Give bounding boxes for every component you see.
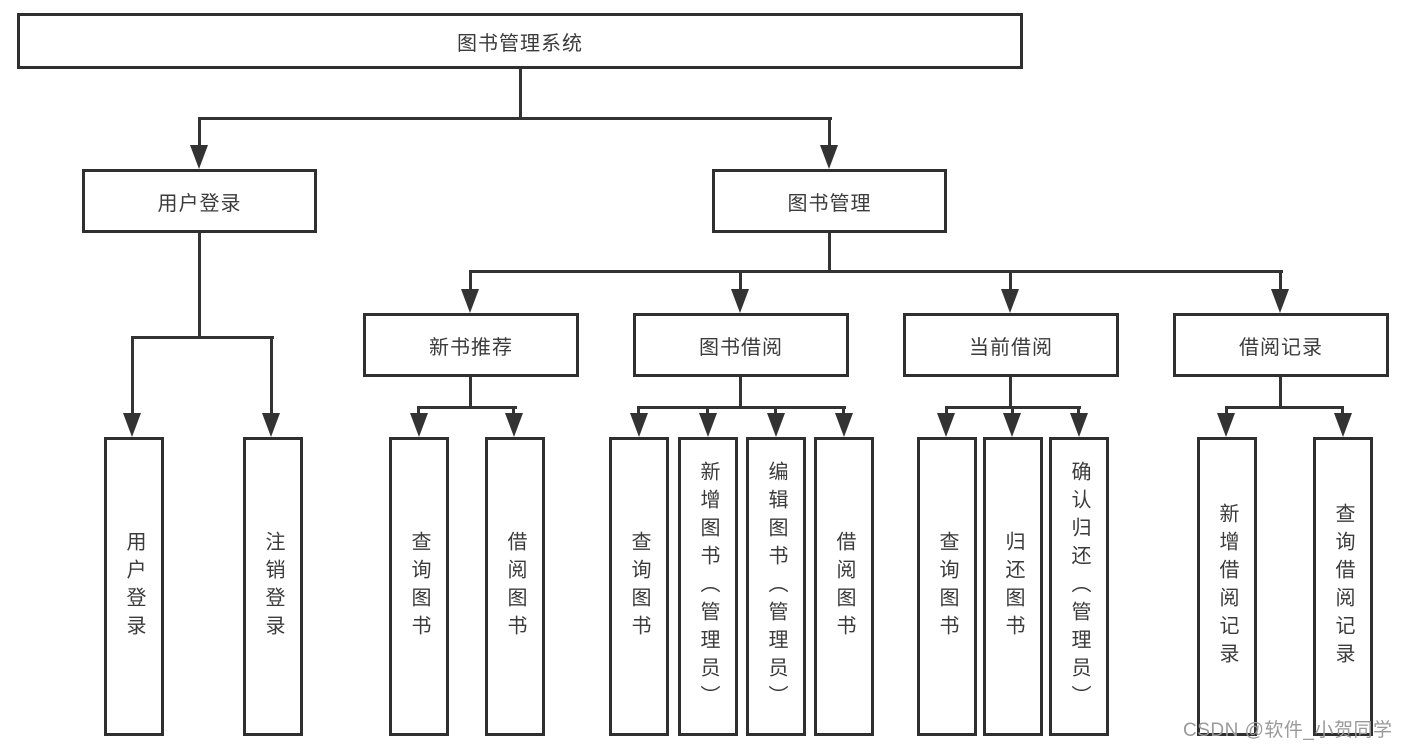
- arrowhead-book-mgmt: [820, 145, 838, 169]
- connector-arm-cb-confirm: [1077, 406, 1080, 418]
- node-new-book-recommend-label: 新书推荐: [429, 336, 513, 359]
- leaf-cb-confirm-return-admin-label: 确认归还（管理员）: [1068, 460, 1090, 713]
- node-borrow-records-label: 借阅记录: [1239, 336, 1323, 359]
- node-book-management: 图书管理: [712, 169, 947, 233]
- leaf-cb-query-book-label: 查询图书: [936, 530, 958, 643]
- connector-borrow-records-branch: [1225, 406, 1344, 409]
- connector-new-book-stem: [469, 377, 472, 409]
- arrowhead-new-book: [461, 289, 479, 313]
- arrowhead-cb-return: [1003, 413, 1021, 437]
- node-book-management-label: 图书管理: [787, 192, 872, 215]
- connector-arm-login-leaf: [131, 336, 134, 416]
- leaf-nb-borrow-book: 借阅图书: [485, 437, 545, 736]
- arrowhead-book-borrow: [731, 289, 749, 313]
- leaf-bb-add-book-admin: 新增图书（管理员）: [678, 437, 738, 736]
- connector-book-mgmt-stem: [828, 233, 831, 273]
- arrowhead-bb-borrow: [835, 413, 853, 437]
- connector-user-login-stem: [198, 233, 201, 339]
- leaf-user-login-label: 用户登录: [123, 530, 145, 643]
- connector-arm-current-borrow: [1009, 270, 1012, 292]
- leaf-cb-return-book: 归还图书: [983, 437, 1043, 736]
- leaf-br-add-record: 新增借阅记录: [1197, 437, 1257, 736]
- node-current-borrow: 当前借阅: [903, 313, 1119, 377]
- connector-arm-user-login: [198, 117, 201, 149]
- leaf-bb-query-book: 查询图书: [609, 437, 669, 736]
- arrowhead-user-login: [190, 145, 208, 169]
- connector-level2-branch: [198, 117, 832, 120]
- connector-level3-branch: [469, 270, 1283, 273]
- leaf-cb-return-book-label: 归还图书: [1002, 530, 1024, 643]
- connector-arm-bb-borrow: [842, 406, 845, 418]
- csdn-watermark: CSDN @软件_小贺同学: [1183, 720, 1393, 741]
- connector-book-borrow-stem: [739, 377, 742, 409]
- leaf-br-add-record-label: 新增借阅记录: [1216, 502, 1238, 671]
- connector-arm-bb-edit: [774, 406, 777, 418]
- connector-arm-book-mgmt: [828, 117, 831, 149]
- leaf-nb-borrow-book-label: 借阅图书: [504, 530, 526, 643]
- arrowhead-bb-edit: [767, 413, 785, 437]
- arrowhead-nb-borrow: [505, 413, 523, 437]
- leaf-br-query-record-label: 查询借阅记录: [1332, 502, 1354, 671]
- leaf-logout-label: 注销登录: [262, 530, 284, 643]
- leaf-bb-borrow-book: 借阅图书: [814, 437, 874, 736]
- arrowhead-current-borrow: [1001, 289, 1019, 313]
- arrowhead-cb-confirm: [1070, 413, 1088, 437]
- node-root-label: 图书管理系统: [457, 32, 583, 55]
- leaf-bb-edit-book-admin-label: 编辑图书（管理员）: [765, 460, 787, 713]
- leaf-bb-edit-book-admin: 编辑图书（管理员）: [746, 437, 806, 736]
- connector-arm-cb-query: [945, 406, 948, 418]
- leaf-nb-query-book-label: 查询图书: [408, 530, 430, 643]
- arrowhead-br-query: [1334, 413, 1352, 437]
- arrowhead-nb-query: [410, 413, 428, 437]
- connector-arm-logout-leaf: [270, 336, 273, 416]
- leaf-br-query-record: 查询借阅记录: [1313, 437, 1373, 736]
- arrowhead-login-leaf: [123, 413, 141, 437]
- node-book-borrow-label: 图书借阅: [699, 336, 783, 359]
- connector-new-book-branch: [417, 406, 517, 409]
- leaf-nb-query-book: 查询图书: [389, 437, 449, 736]
- connector-root-stem: [519, 69, 522, 119]
- connector-arm-br-add: [1225, 406, 1228, 418]
- connector-arm-borrow-records: [1279, 270, 1282, 292]
- connector-arm-book-borrow: [739, 270, 742, 292]
- connector-arm-nb-borrow: [512, 406, 515, 418]
- connector-arm-bb-query: [637, 406, 640, 418]
- leaf-bb-borrow-book-label: 借阅图书: [833, 530, 855, 643]
- leaf-logout: 注销登录: [243, 437, 303, 736]
- node-user-login: 用户登录: [82, 169, 317, 233]
- connector-user-login-branch: [131, 336, 274, 339]
- leaf-bb-query-book-label: 查询图书: [628, 530, 650, 643]
- node-root: 图书管理系统: [17, 13, 1023, 69]
- node-new-book-recommend: 新书推荐: [363, 313, 579, 377]
- connector-arm-br-query: [1341, 406, 1344, 418]
- leaf-cb-query-book: 查询图书: [917, 437, 977, 736]
- node-book-borrow: 图书借阅: [633, 313, 849, 377]
- connector-arm-cb-return: [1011, 406, 1014, 418]
- connector-current-borrow-stem: [1009, 377, 1012, 409]
- connector-arm-bb-add: [706, 406, 709, 418]
- connector-book-borrow-branch: [637, 406, 846, 409]
- leaf-bb-add-book-admin-label: 新增图书（管理员）: [697, 460, 719, 713]
- arrowhead-br-add: [1217, 413, 1235, 437]
- arrowhead-borrow-records: [1271, 289, 1289, 313]
- arrowhead-cb-query: [937, 413, 955, 437]
- arrowhead-bb-add: [699, 413, 717, 437]
- node-user-login-label: 用户登录: [157, 192, 242, 215]
- arrowhead-logout-leaf: [262, 413, 280, 437]
- leaf-user-login: 用户登录: [104, 437, 164, 736]
- connector-arm-nb-query: [417, 406, 420, 418]
- connector-borrow-records-stem: [1279, 377, 1282, 409]
- node-borrow-records: 借阅记录: [1173, 313, 1389, 377]
- node-current-borrow-label: 当前借阅: [969, 336, 1053, 359]
- leaf-cb-confirm-return-admin: 确认归还（管理员）: [1049, 437, 1109, 736]
- arrowhead-bb-query: [630, 413, 648, 437]
- connector-arm-new-book: [469, 270, 472, 292]
